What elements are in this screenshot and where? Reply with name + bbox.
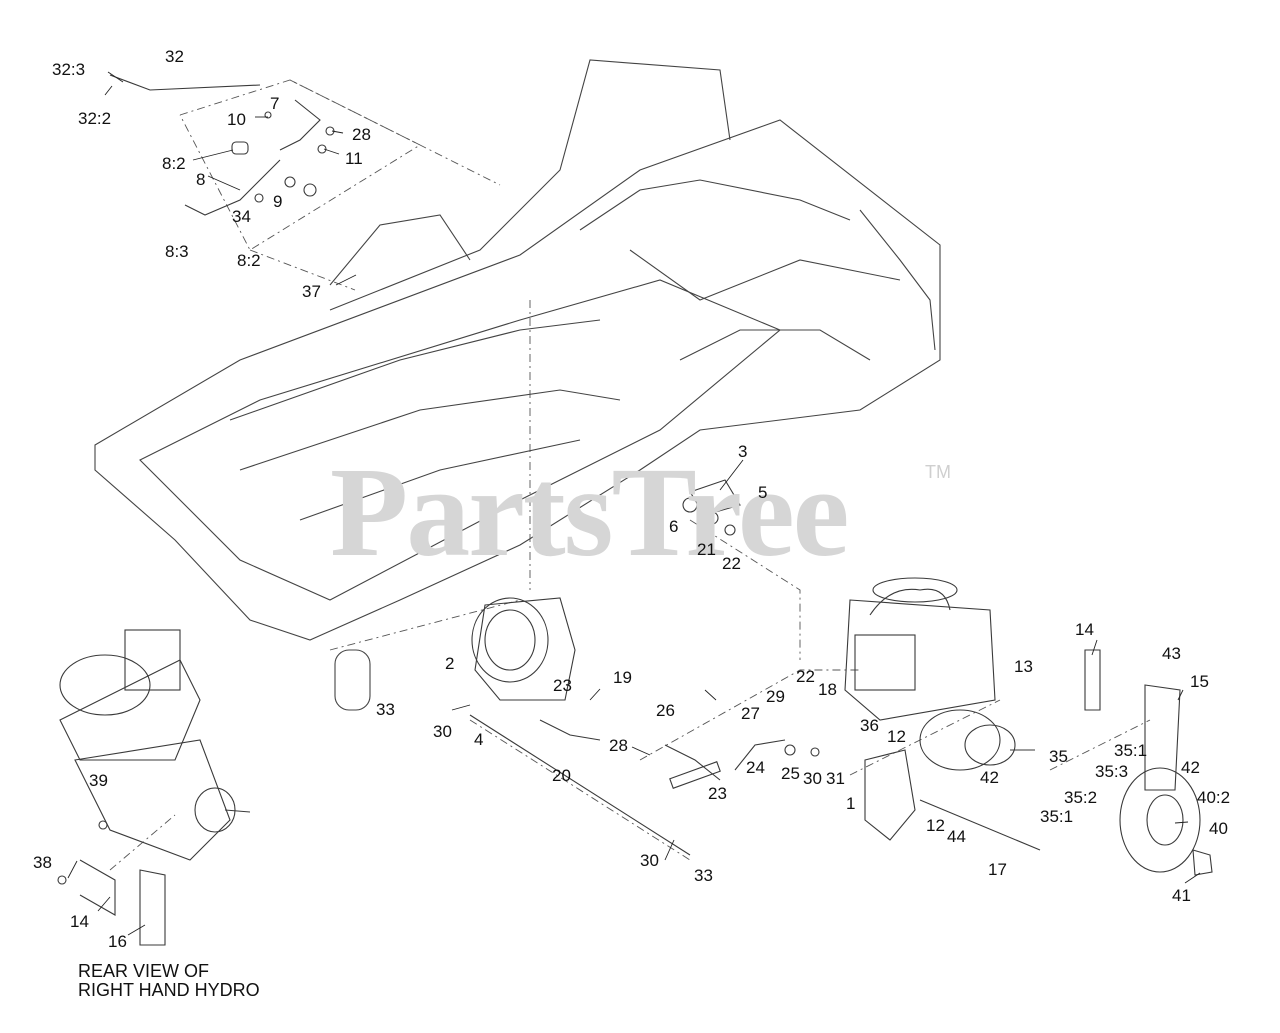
- callout-33-lower: 33: [694, 866, 713, 885]
- callout-leaders: [67, 71, 1201, 936]
- left-rear-view-hydro: [57, 629, 251, 946]
- callout-37: 37: [302, 282, 321, 301]
- callout-18: 18: [818, 680, 837, 699]
- callout-8-2-lower: 8:2: [237, 251, 261, 270]
- callout-24: 24: [746, 758, 765, 777]
- callout-36: 36: [860, 716, 879, 735]
- callout-5: 5: [758, 483, 768, 502]
- callout-19: 19: [613, 668, 632, 687]
- callout-13: 13: [1014, 657, 1033, 676]
- callout-34: 34: [232, 207, 251, 226]
- caption-line-1: REAR VIEW OF: [78, 961, 210, 981]
- callout-42-left: 42: [980, 768, 999, 787]
- callout-33: 33: [376, 700, 395, 719]
- callout-35-1: 35:1: [1114, 741, 1148, 760]
- callout-12: 12: [887, 727, 906, 746]
- chassis-frame: [94, 59, 941, 711]
- callout-17: 17: [988, 860, 1007, 879]
- callout-32-2: 32:2: [78, 109, 112, 128]
- callout-7: 7: [270, 94, 280, 113]
- callout-29: 29: [766, 687, 785, 706]
- callout-44: 44: [947, 827, 966, 846]
- callout-27: 27: [741, 704, 760, 723]
- callout-35-2: 35:2: [1064, 788, 1098, 807]
- callout-1: 1: [846, 794, 856, 813]
- callout-35-3: 35:3: [1095, 762, 1129, 781]
- callout-41: 41: [1172, 886, 1191, 905]
- trademark-symbol: TM: [925, 462, 951, 482]
- callout-43: 43: [1162, 644, 1181, 663]
- callout-32-3: 32:3: [52, 60, 86, 79]
- callout-30-right: 30: [803, 769, 822, 788]
- right-hydro-transmission: [844, 577, 1213, 876]
- callout-8-3: 8:3: [165, 242, 189, 261]
- callout-14: 14: [1075, 620, 1094, 639]
- callout-22-right: 22: [796, 667, 815, 686]
- center-hydro-pump: [469, 479, 820, 856]
- callout-28: 28: [352, 125, 371, 144]
- callout-22: 22: [722, 554, 741, 573]
- callout-31: 31: [826, 769, 845, 788]
- callout-6: 6: [669, 517, 679, 536]
- callout-8: 8: [196, 170, 206, 189]
- linkage-assembly: [109, 74, 335, 216]
- caption-line-2: RIGHT HAND HYDRO: [78, 980, 260, 1000]
- callout-8-2: 8:2: [162, 154, 186, 173]
- callout-39: 39: [89, 771, 108, 790]
- callout-40: 40: [1209, 819, 1228, 838]
- callout-14-rear: 14: [70, 912, 89, 931]
- callout-40-2: 40:2: [1197, 788, 1231, 807]
- callout-4: 4: [474, 730, 484, 749]
- callout-38: 38: [33, 853, 52, 872]
- callout-15: 15: [1190, 672, 1209, 691]
- callout-32: 32: [165, 47, 184, 66]
- callout-16: 16: [108, 932, 127, 951]
- callout-12-lower: 12: [926, 816, 945, 835]
- callout-23-lower: 23: [708, 784, 727, 803]
- callout-21: 21: [697, 540, 716, 559]
- partstree-watermark: PartsTree: [330, 441, 849, 583]
- callout-26: 26: [656, 701, 675, 720]
- callout-30-lower: 30: [640, 851, 659, 870]
- callout-35-1-lower: 35:1: [1040, 807, 1074, 826]
- rear-view-caption: REAR VIEW OF RIGHT HAND HYDRO: [78, 962, 260, 1000]
- callout-9: 9: [273, 192, 283, 211]
- callout-2: 2: [445, 654, 455, 673]
- callout-25: 25: [781, 764, 800, 783]
- callout-11: 11: [345, 149, 363, 168]
- callout-20: 20: [552, 766, 571, 785]
- callout-35: 35: [1049, 747, 1068, 766]
- callout-30: 30: [433, 722, 452, 741]
- callout-10: 10: [227, 110, 246, 129]
- callout-23: 23: [553, 676, 572, 695]
- callout-3: 3: [738, 442, 748, 461]
- callout-28-lower: 28: [609, 736, 628, 755]
- callout-42: 42: [1181, 758, 1200, 777]
